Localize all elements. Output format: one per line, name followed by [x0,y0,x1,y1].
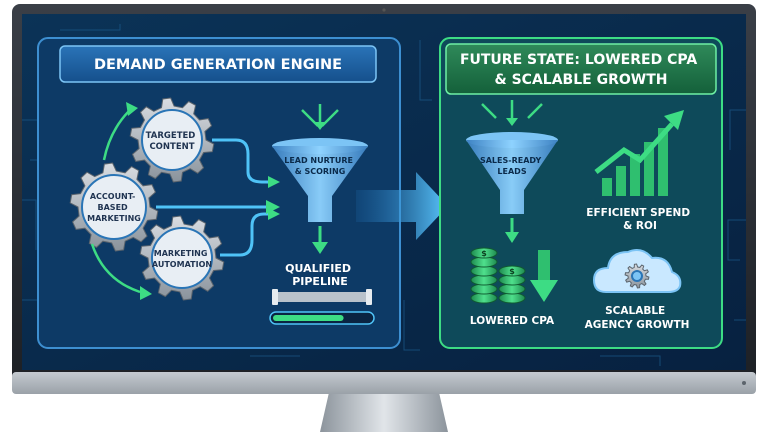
gear-icon [139,215,225,301]
growth-chart-icon [594,110,684,196]
cloud-gear-icon [592,249,682,293]
gear-left-label: ACCOUNT- BASED MARKETING [87,192,141,223]
right-panel-title-bar [445,43,717,95]
power-led [742,381,746,385]
gear-top-label: TARGETED CONTENT [146,131,199,152]
cpa-label: LOWERED CPA [470,315,555,327]
gear-icon [69,162,159,252]
dollar-sign-icon: $ [509,267,515,276]
right-panel-title: FUTURE STATE: LOWERED CPA & SCALABLE GRO… [460,52,702,88]
growth-label: EFFICIENT SPEND & ROI [586,207,693,232]
funnel-icon [272,104,368,222]
coin [498,265,526,277]
pipeline-progress-fill [273,315,344,321]
funnel-label-left: LEAD NURTURE & SCORING [284,156,356,176]
gear-cycle-arrows [90,109,141,294]
coin [470,247,498,259]
gear-hub [141,109,203,171]
dollar-sign-icon: $ [481,249,487,258]
gear-bottom-label: MARKETING AUTOMATION [152,249,212,269]
cloud-label: SCALABLE AGENCY GROWTH [585,305,690,331]
down-arrow-icon [505,218,519,243]
funnel-icon [466,100,558,214]
left-panel-title-bar [59,45,377,83]
pipe-icon [272,289,372,305]
camera-dot [382,8,386,12]
pipeline-label: QUALIFIED PIPELINE [285,262,355,288]
left-panel-title: DEMAND GENERATION ENGINE [94,57,342,73]
down-arrow-icon [530,250,558,302]
flow-connectors [156,138,268,257]
flow-arrowheads [266,176,280,220]
gear-cycle-arrowheads [126,102,152,300]
funnel-label-right: SALES-READY LEADS [480,156,544,176]
monitor-stand [320,388,448,432]
pipeline-progress-bar [269,311,375,325]
gear-icon [129,97,215,183]
gear-hub [631,270,643,282]
gear-hub [81,174,147,240]
monitor-chin [12,372,756,394]
down-arrow-icon [312,226,328,254]
coin-stack-icon: $$ [470,247,526,304]
arrow-icon [356,172,448,240]
gear-hub [151,227,213,289]
